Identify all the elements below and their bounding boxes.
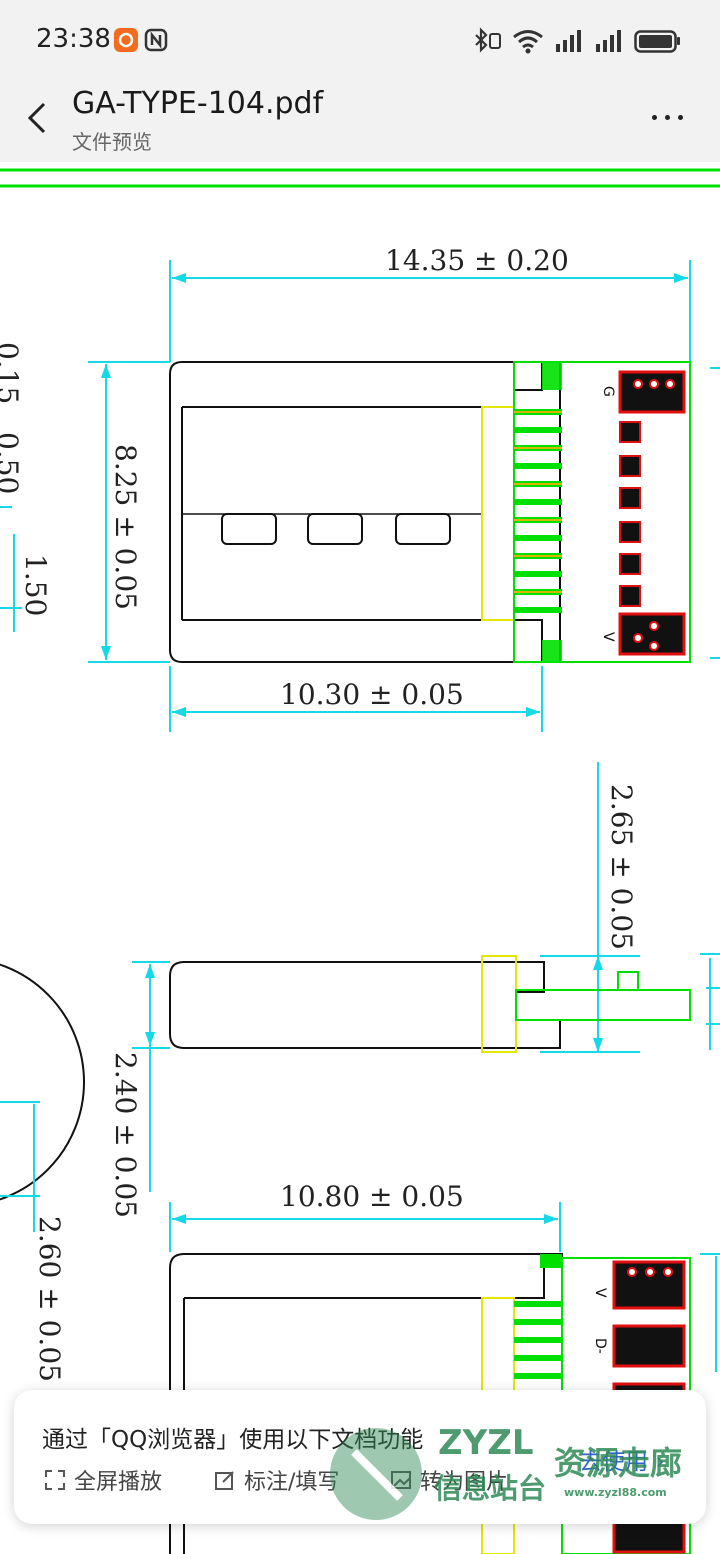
dim-top-width: 14.35 ± 0.20 [385,244,569,277]
dim-left-150: 1.50 [19,554,52,616]
app-notification-icon [114,28,138,52]
convert-to-image-button[interactable]: 转为图片 [390,1464,508,1496]
pcb-label-v2: V [592,1288,608,1298]
document-title: GA-TYPE-104.pdf [72,86,324,121]
more-dot-icon [665,115,670,120]
status-time: 23:38 [36,24,111,54]
dim-bottom-width: 10.80 ± 0.05 [280,1180,464,1213]
pcb-label-v: V [600,632,616,642]
signal-icon-sim2 [594,28,624,58]
go-use-button[interactable]: 去使用 › [579,1442,665,1476]
go-use-label: 去使用 [579,1449,648,1475]
dim-left-050: 0.50 [0,432,24,494]
pcb-label-g: G [600,386,616,397]
pdf-viewer[interactable]: 14.35 ± 0.20 8.25 ± 0.05 [0,162,720,1554]
more-options-button[interactable] [648,102,688,132]
annotate-fill-label: 标注/填写 [244,1470,340,1495]
nfc-icon [144,28,168,56]
pcb-label-dminus: D- [592,1338,608,1354]
detail-circle: 2.60 ± 0.05 [0,963,85,1382]
battery-icon [634,28,682,58]
left-clipped-dimensions: 0.15 0.50 1.50 [0,342,52,632]
fullscreen-icon [44,1469,66,1491]
card-title: 通过「QQ浏览器」使用以下文档功能 [42,1427,424,1453]
document-subtitle: 文件预览 [72,130,152,154]
dim-left-015: 0.15 [0,342,24,404]
wifi-icon [512,28,544,58]
bluetooth-icon [472,27,504,58]
chevron-right-icon: › [655,1449,665,1475]
edit-icon [214,1469,236,1491]
fullscreen-play-button[interactable]: 全屏播放 [44,1464,162,1496]
qq-browser-promo-card: 通过「QQ浏览器」使用以下文档功能 去使用 › 全屏播放 标注/填写 转为图片 [14,1390,706,1524]
back-button[interactable] [20,98,56,138]
chevron-left-icon [27,102,46,134]
convert-to-image-label: 转为图片 [420,1470,509,1495]
annotate-fill-button[interactable]: 标注/填写 [214,1464,339,1496]
signal-icon-sim1 [554,28,584,58]
image-icon [390,1469,412,1491]
fullscreen-play-label: 全屏播放 [74,1470,163,1495]
technical-drawing: 14.35 ± 0.20 8.25 ± 0.05 [0,168,720,1554]
dim-top-height: 8.25 ± 0.05 [109,444,142,610]
more-dot-icon [678,115,683,120]
side-view: 2.65 ± 0.05 2.40 ± 0.05 [109,762,720,1218]
dim-side-height: 2.40 ± 0.05 [109,1052,142,1218]
status-bar: 23:38 [0,0,720,80]
dim-top-inner: 10.30 ± 0.05 [280,678,464,711]
dim-left-260: 2.60 ± 0.05 [33,1216,66,1382]
top-view: 14.35 ± 0.20 8.25 ± 0.05 [88,244,720,732]
more-dot-icon [652,115,657,120]
dim-side-offset: 2.65 ± 0.05 [605,784,638,950]
app-header: GA-TYPE-104.pdf 文件预览 [0,80,720,162]
